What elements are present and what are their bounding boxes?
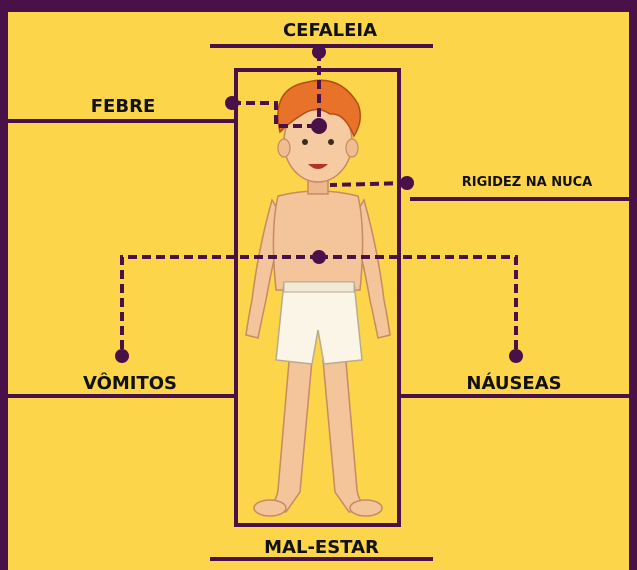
cefaleia-dot [312, 45, 326, 59]
head-dot [311, 118, 327, 134]
label-nauseas: NÁUSEAS [466, 373, 562, 394]
abdomen-dot [312, 250, 326, 264]
label-cefaleia: CEFALEIA [282, 20, 378, 41]
febre-connector [232, 101, 319, 128]
label-rigidez-na-nuca: RIGIDEZ NA NUCA [461, 175, 593, 190]
vomitos-dot [115, 349, 129, 363]
nauseas-dot [509, 349, 523, 363]
label-febre: FEBRE [90, 96, 156, 117]
child-figure [245, 79, 391, 517]
label-vomitos: VÔMITOS [82, 373, 178, 394]
febre-dot [225, 96, 239, 110]
rigidez-dot [400, 176, 414, 190]
nauseas-connector [319, 255, 518, 355]
rigidez-connector [329, 181, 408, 187]
label-mal-estar: MAL-ESTAR [264, 537, 379, 558]
vomitos-connector [120, 255, 319, 355]
